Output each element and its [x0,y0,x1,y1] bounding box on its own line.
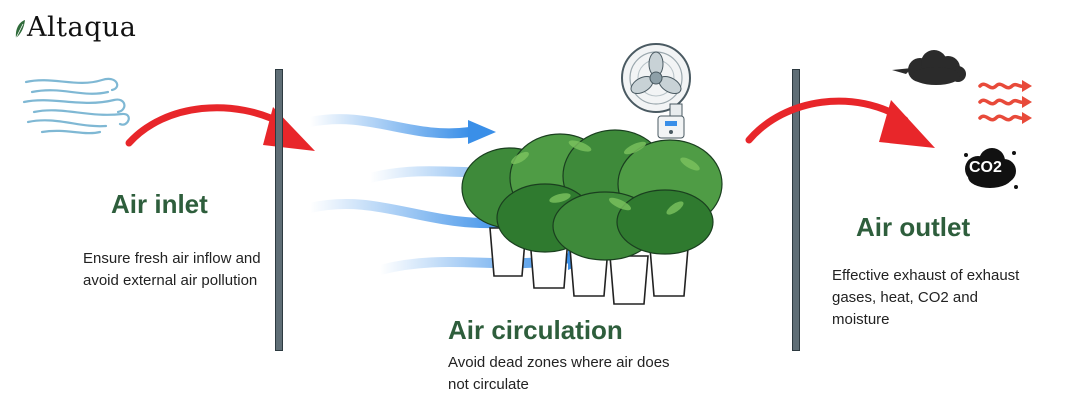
heat-waves-icon [978,80,1032,124]
logo-text: Altaqua [27,12,137,43]
air-outlet-description: Effective exhaust of exhaust gases, heat… [832,267,1020,328]
leaf-icon [15,20,25,39]
wind-icon [22,77,130,135]
inlet-arrow [125,104,315,151]
air-circulation-title: Air circulation [448,315,623,345]
outlet-arrow [745,97,935,148]
air-inlet-title: Air inlet [111,189,208,219]
air-outlet-title: Air outlet [856,212,971,242]
wall-fan-icon [621,43,691,139]
air-circulation-description: Avoid dead zones where air does not circ… [448,354,670,393]
air-inlet-description: Ensure fresh air inflow and avoid extern… [83,250,261,289]
inlet-wall [275,69,283,351]
outlet-wall [792,69,800,351]
co2-cloud-icon: CO2 [960,145,1020,195]
smoke-cloud-icon [892,50,966,85]
potted-plants [461,129,723,305]
co2-label: CO2 [969,159,1002,176]
brand-logo: Altaqua [14,12,136,43]
